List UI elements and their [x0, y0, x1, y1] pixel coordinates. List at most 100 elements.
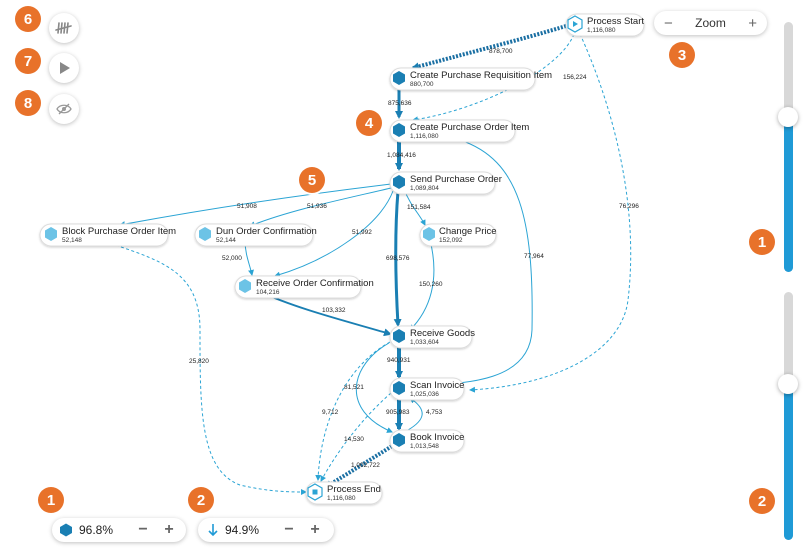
callout-badge-1-bottom: 1 [38, 487, 64, 513]
edge-label-start-pr: 878,700 [489, 48, 513, 55]
callout-badge-4: 4 [356, 110, 382, 136]
zoom-out-button[interactable]: − [664, 14, 673, 32]
hide-eye-icon [56, 103, 72, 115]
edge-label-goods-end: 9,712 [322, 409, 339, 416]
node-scan-invoice[interactable]: Scan Invoice 1,025,036 [389, 377, 465, 401]
callout-badge-5: 5 [299, 167, 325, 193]
callout-badge-3: 3 [669, 42, 695, 68]
node-count: 52,144 [216, 237, 236, 244]
edge-label-scan-book: 905,983 [386, 409, 410, 416]
activities-slider-fill [784, 117, 793, 272]
activity-hexagon-icon [393, 123, 405, 137]
node-count: 1,116,080 [327, 495, 356, 502]
node-label: Book Invoice [410, 432, 464, 443]
tally-button[interactable] [49, 13, 79, 43]
edge-label-block-end: 25,820 [189, 358, 209, 365]
edge-label-send-roc: 51,992 [352, 229, 372, 236]
edge-label-send-block: 51,908 [237, 203, 257, 210]
edge-send-dun[interactable] [249, 187, 392, 227]
node-receive-goods[interactable]: Receive Goods 1,033,604 [389, 325, 475, 349]
callout-badge-1-slider: 1 [749, 229, 775, 255]
node-create-pr[interactable]: Create Purchase Requisition Item 880,700 [389, 67, 552, 91]
node-block-po[interactable]: Block Purchase Order Item 52,148 [39, 223, 176, 247]
play-small-icon [573, 21, 578, 27]
edge-send-block[interactable] [119, 183, 392, 228]
node-label: Receive Order Confirmation [256, 278, 374, 289]
play-button[interactable] [49, 53, 79, 83]
edge-label-send-goods: 698,576 [386, 255, 410, 262]
callout-badge-7: 7 [15, 48, 41, 74]
edge-goods-book[interactable] [355, 342, 393, 433]
edge-change-goods[interactable] [409, 239, 435, 331]
edge-label-book-scan: 4,753 [426, 409, 443, 416]
node-count: 1,025,036 [410, 391, 439, 398]
edge-label-roc-goods: 103,332 [322, 307, 346, 314]
paths-increase-button[interactable]: + [310, 521, 320, 538]
node-create-po[interactable]: Create Purchase Order Item 1,116,080 [389, 119, 529, 143]
edge-send-goods[interactable] [393, 190, 402, 327]
node-dun-oc[interactable]: Dun Order Confirmation 52,144 [194, 223, 317, 247]
node-change-price[interactable]: Change Price 152,092 [419, 223, 497, 247]
down-arrow-icon [208, 524, 218, 537]
edge-label-pr-po: 875,636 [388, 100, 412, 107]
node-label: Create Purchase Requisition Item [410, 70, 552, 81]
node-count: 1,013,548 [410, 443, 439, 450]
activities-slider-thumb[interactable] [778, 107, 798, 127]
node-count: 880,700 [410, 81, 434, 88]
activity-hexagon-icon [45, 227, 57, 241]
paths-decrease-button[interactable]: − [284, 521, 294, 538]
node-count: 1,089,804 [410, 185, 439, 192]
activity-hexagon-icon [199, 227, 211, 241]
activity-hexagon-icon [393, 381, 405, 395]
node-count: 52,148 [62, 237, 82, 244]
node-process-start[interactable]: Process Start 1,116,080 [565, 13, 645, 37]
edge-label-po-send: 1,084,416 [387, 152, 416, 159]
edge-block-end[interactable] [99, 239, 307, 495]
edge-label-goods-book: 81,521 [344, 384, 364, 391]
edge-label-book-end: 1,002,722 [351, 462, 380, 469]
edge-start-pr[interactable] [411, 24, 567, 71]
activities-increase-button[interactable]: + [164, 521, 174, 538]
node-label: Scan Invoice [410, 380, 464, 391]
paths-slider-thumb[interactable] [778, 374, 798, 394]
activity-hexagon-icon [239, 279, 251, 293]
edge-label-send-change: 151,584 [407, 204, 431, 211]
activity-hexagon-icon [393, 71, 405, 85]
edge-goods-end[interactable] [315, 341, 391, 481]
paths-percentage-control: 94.9% − + [198, 518, 334, 542]
edge-label-scan-po: 77,964 [524, 253, 544, 260]
hide-button[interactable] [49, 94, 79, 124]
node-label: Process End [327, 484, 381, 495]
activity-hexagon-icon [393, 175, 405, 189]
zoom-in-button[interactable]: + [748, 14, 757, 32]
activities-decrease-button[interactable]: − [138, 521, 148, 538]
activity-hexagon-icon [393, 329, 405, 343]
node-send-po[interactable]: Send Purchase Order 1,089,804 [389, 171, 502, 195]
node-label: Process Start [587, 16, 644, 27]
play-icon [60, 62, 70, 74]
node-process-end[interactable]: Process End 1,116,080 [305, 481, 383, 505]
paths-percentage: 94.9% [225, 523, 260, 537]
zoom-control: − Zoom + [654, 11, 767, 35]
stop-small-icon [312, 489, 318, 495]
edge-scan-end[interactable] [320, 392, 392, 482]
node-label: Block Purchase Order Item [62, 226, 176, 237]
node-label: Receive Goods [410, 328, 475, 339]
edge-send-roc[interactable] [274, 190, 394, 278]
edge-label-goods-scan: 940,931 [387, 357, 411, 364]
edge-label-dun-roc: 52,000 [222, 255, 242, 262]
tally-icon [55, 22, 72, 34]
callout-badge-8: 8 [15, 90, 41, 116]
edge-label-start-scan: 76,296 [619, 203, 639, 210]
edge-label-change-goods: 150,260 [419, 281, 443, 288]
edge-label-start-po: 156,224 [563, 74, 587, 81]
node-book-invoice[interactable]: Book Invoice 1,013,548 [389, 429, 465, 453]
callout-badge-2-slider: 2 [749, 488, 775, 514]
edge-label-send-dun: 51,936 [307, 203, 327, 210]
callout-badge-6: 6 [15, 6, 41, 32]
node-count: 1,033,604 [410, 339, 439, 346]
node-receive-oc[interactable]: Receive Order Confirmation 104,216 [234, 275, 374, 299]
paths-slider-fill [784, 384, 793, 540]
edge-book-scan[interactable] [407, 397, 423, 431]
